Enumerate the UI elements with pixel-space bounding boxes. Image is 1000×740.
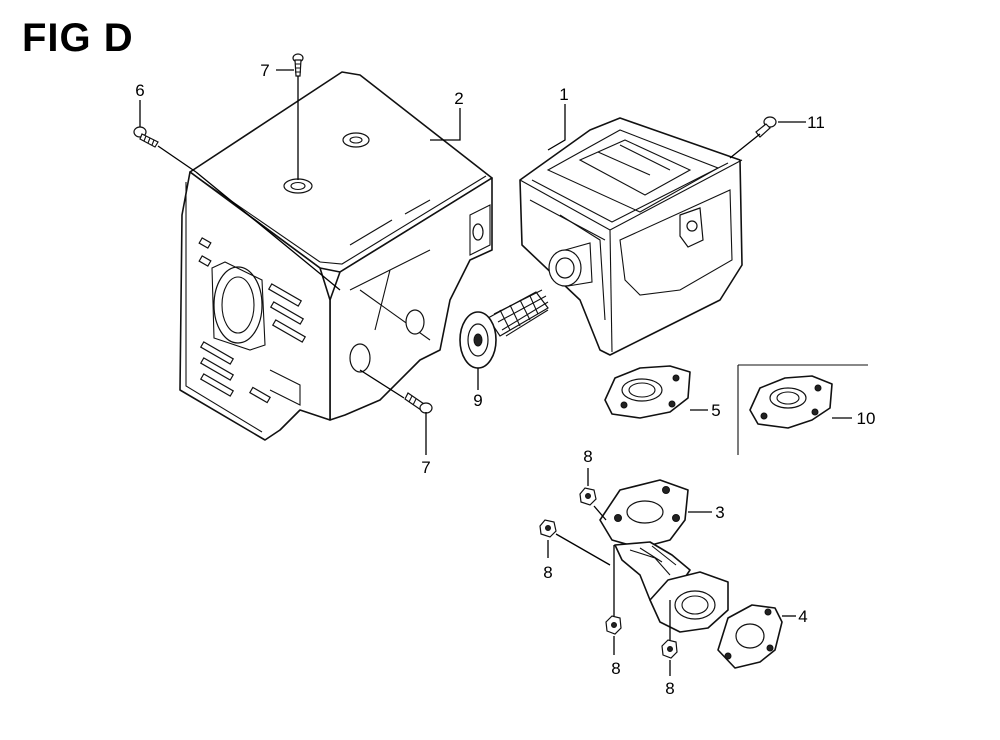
muffler xyxy=(519,117,743,356)
callout-11: 11 xyxy=(807,113,825,132)
callout-1: 1 xyxy=(559,85,568,104)
callout-8-left: 8 xyxy=(543,563,552,582)
callout-labels: 1 2 3 4 5 6 7 7 8 8 8 8 9 10 11 xyxy=(135,61,875,698)
callout-3: 3 xyxy=(715,503,724,522)
screw-top xyxy=(292,53,304,77)
nut-lower-right xyxy=(661,639,678,659)
callout-6: 6 xyxy=(135,81,144,100)
callout-8-lower-left: 8 xyxy=(611,659,620,678)
nut-upper xyxy=(579,487,597,506)
muffler-gasket xyxy=(604,365,691,419)
exhaust-gasket xyxy=(717,604,783,669)
callout-9: 9 xyxy=(473,391,482,410)
inset-box xyxy=(737,364,868,455)
callout-5: 5 xyxy=(711,401,720,420)
callout-10: 10 xyxy=(857,409,876,428)
leader-lines xyxy=(139,69,852,676)
screw-6 xyxy=(133,126,159,148)
callout-4: 4 xyxy=(798,607,807,626)
callout-7-top: 7 xyxy=(260,61,269,80)
muffler-protector xyxy=(179,71,493,441)
exhaust-pipe xyxy=(599,479,729,633)
nut-left xyxy=(539,519,557,538)
nut-lower-left xyxy=(605,615,622,635)
screw-bottom xyxy=(404,392,433,414)
callout-8-upper: 8 xyxy=(583,447,592,466)
callout-2: 2 xyxy=(454,89,463,108)
callout-7-bottom: 7 xyxy=(421,458,430,477)
callout-8-lower-right: 8 xyxy=(665,679,674,698)
spark-arrester xyxy=(459,289,549,369)
figure-title: FIG D xyxy=(22,16,134,60)
